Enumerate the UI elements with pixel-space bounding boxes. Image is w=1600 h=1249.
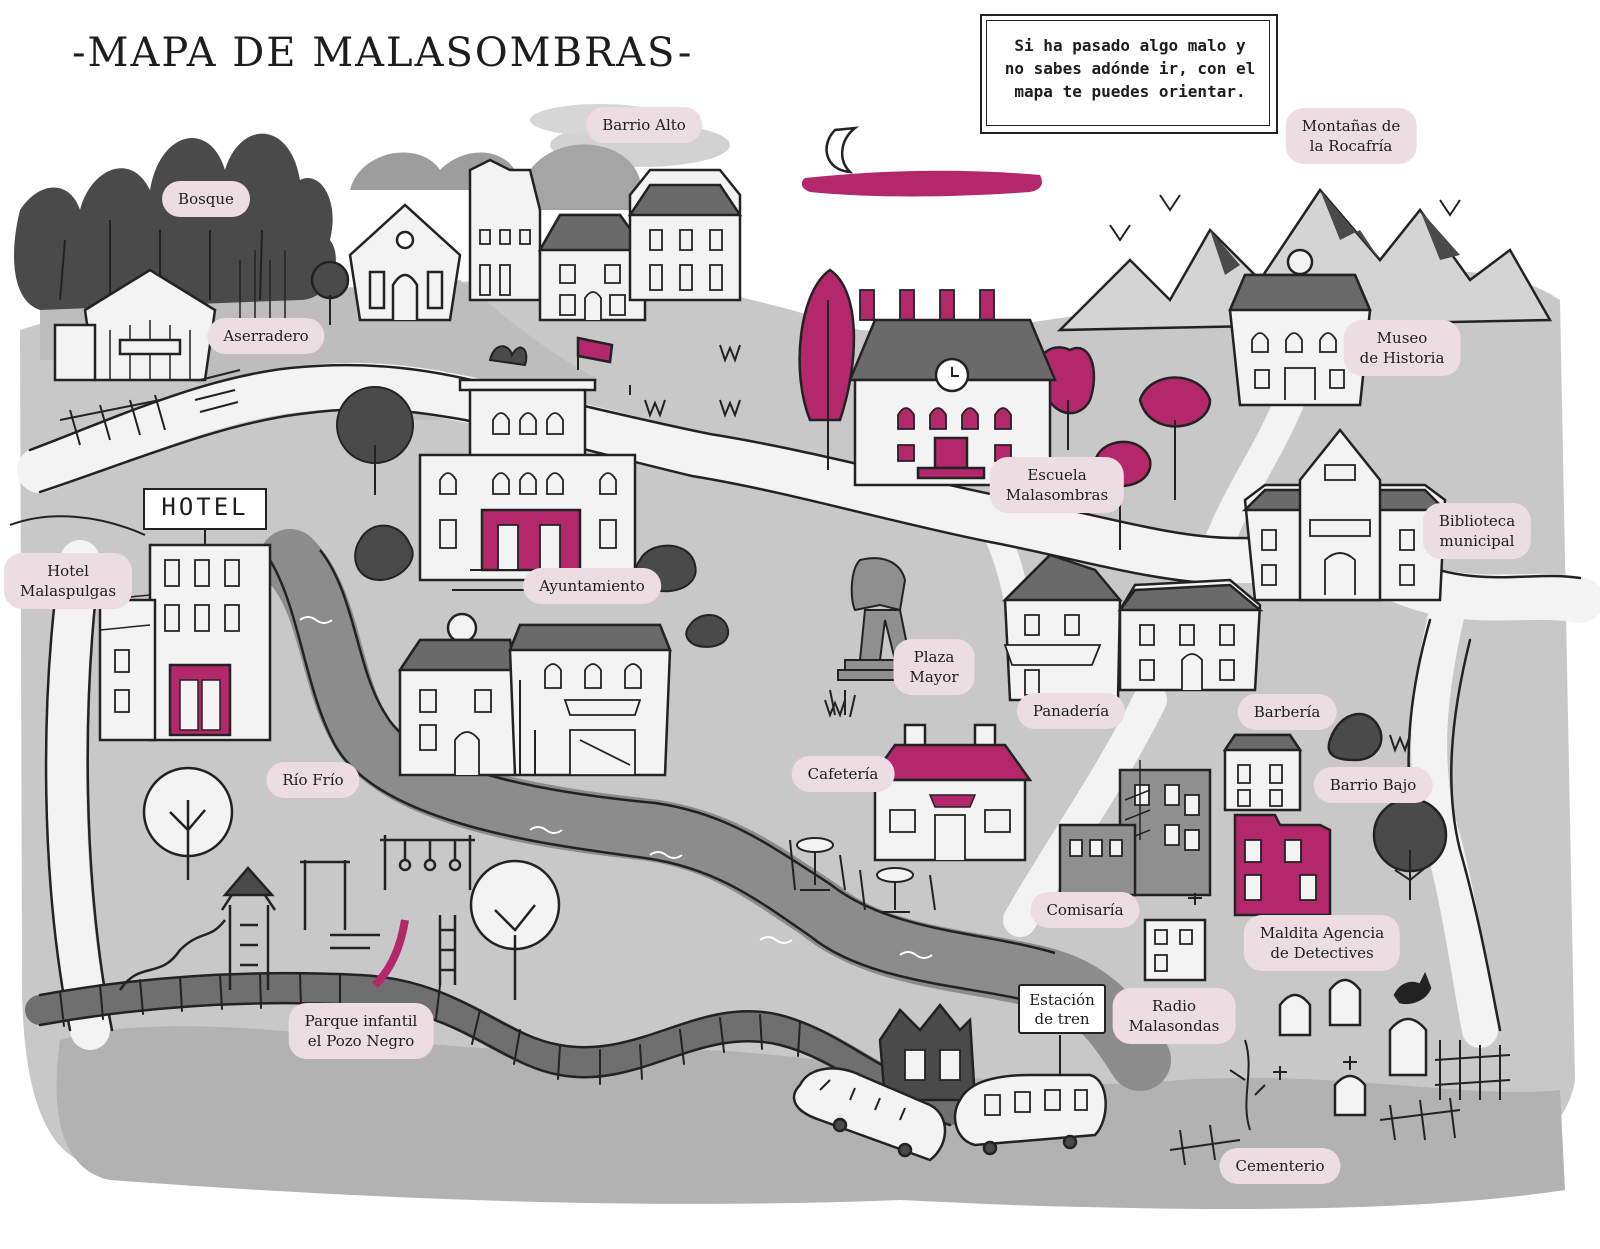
label-hotel-line-1: Hotel [47,562,89,580]
label-cementerio[interactable]: Cementerio [1219,1148,1341,1184]
label-maldita-agencia[interactable]: Maldita Agencia de Detectives [1243,915,1401,971]
label-barrio-bajo[interactable]: Barrio Bajo [1313,767,1433,803]
label-radio-malasondas[interactable]: Radio Malasondas [1112,988,1236,1044]
label-museo-historia[interactable]: Museo de Historia [1343,320,1461,376]
cafe-building [789,723,1033,913]
label-plaza-line-1: Plaza [913,648,955,666]
grass-tufts [629,344,1411,753]
note-line-3: mapa te puedes orientar. [1014,82,1246,101]
label-barberia[interactable]: Barbería [1237,694,1337,730]
moon-and-cloud [801,126,1042,197]
forest-trees [14,133,336,330]
label-barrio-alto[interactable]: Barrio Alto [586,107,702,143]
hotel-sign: HOTEL [143,488,267,530]
label-biblioteca-municipal[interactable]: Biblioteca municipal [1422,503,1532,559]
note-frame-outer [980,14,1278,134]
note-line-1: Si ha pasado algo malo y [1014,36,1246,55]
label-bosque[interactable]: Bosque [162,181,250,217]
label-biblioteca-line-2: municipal [1439,532,1515,550]
label-montanas-line-1: Montañas de [1301,117,1401,135]
label-museo-line-2: de Historia [1359,349,1445,367]
label-escuela-line-1: Escuela [1027,466,1087,484]
station-sign-line-1: Estación [1029,991,1095,1009]
orientation-note: Si ha pasado algo malo y no sabes adónde… [982,14,1278,132]
sawmill-building [53,268,241,446]
barberia-and-agency-buildings [1222,712,1448,917]
label-parque-line-1: Parque infantil [304,1012,418,1030]
label-cafeteria[interactable]: Cafetería [791,756,895,792]
label-panaderia[interactable]: Panadería [1016,693,1126,729]
note-frame-inner [986,20,1270,126]
railway [25,971,965,1127]
label-radio-line-2: Malasondas [1128,1017,1220,1035]
hotel-building [9,515,272,742]
label-parque-infantil[interactable]: Parque infantil el Pozo Negro [288,1003,434,1059]
label-escuela-malasombras[interactable]: Escuela Malasombras [989,457,1125,513]
school-building [798,268,1212,550]
central-shop-buildings [397,612,672,777]
dark-trees [336,345,730,648]
label-ayuntamiento[interactable]: Ayuntamiento [523,568,661,604]
label-escuela-line-2: Malasombras [1005,486,1109,504]
note-line-2: no sabes adónde ir, con el [1004,59,1256,78]
city-hall-building [418,336,637,591]
label-montanas-rocafria[interactable]: Montañas de la Rocafría [1285,108,1417,164]
label-radio-line-1: Radio [1151,997,1196,1015]
label-montanas-line-2: la Rocafría [1309,137,1393,155]
cemetery [1169,971,1511,1166]
label-plaza-line-2: Mayor [909,668,959,686]
map-title: -MAPA DE MALASOMBRAS- [72,30,694,76]
label-parque-line-2: el Pozo Negro [307,1032,415,1050]
police-and-radio-buildings [1058,760,1212,982]
label-rio-frio[interactable]: Río Frío [266,762,360,798]
label-comisaria[interactable]: Comisaría [1030,892,1140,928]
bakery-buildings [1001,553,1264,702]
label-museo-line-1: Museo [1376,329,1428,347]
label-aserradero[interactable]: Aserradero [207,318,325,354]
label-hotel-malaspulgas[interactable]: Hotel Malaspulgas [3,553,133,609]
train-station-sign: Estación de tren [1018,984,1106,1034]
label-agencia-line-2: de Detectives [1270,944,1374,962]
station-sign-line-2: de tren [1034,1010,1090,1028]
museum-building [1228,248,1372,407]
label-hotel-line-2: Malaspulgas [19,582,117,600]
playground-park [118,766,561,1000]
train-station-and-trains [792,1002,1107,1162]
label-plaza-mayor[interactable]: Plaza Mayor [893,639,975,695]
label-biblioteca-line-1: Biblioteca [1438,512,1516,530]
barrio-alto-houses [310,144,743,325]
label-agencia-line-1: Maldita Agencia [1259,924,1385,942]
river-rio-frio [259,529,1171,1091]
library-building [1241,427,1449,602]
